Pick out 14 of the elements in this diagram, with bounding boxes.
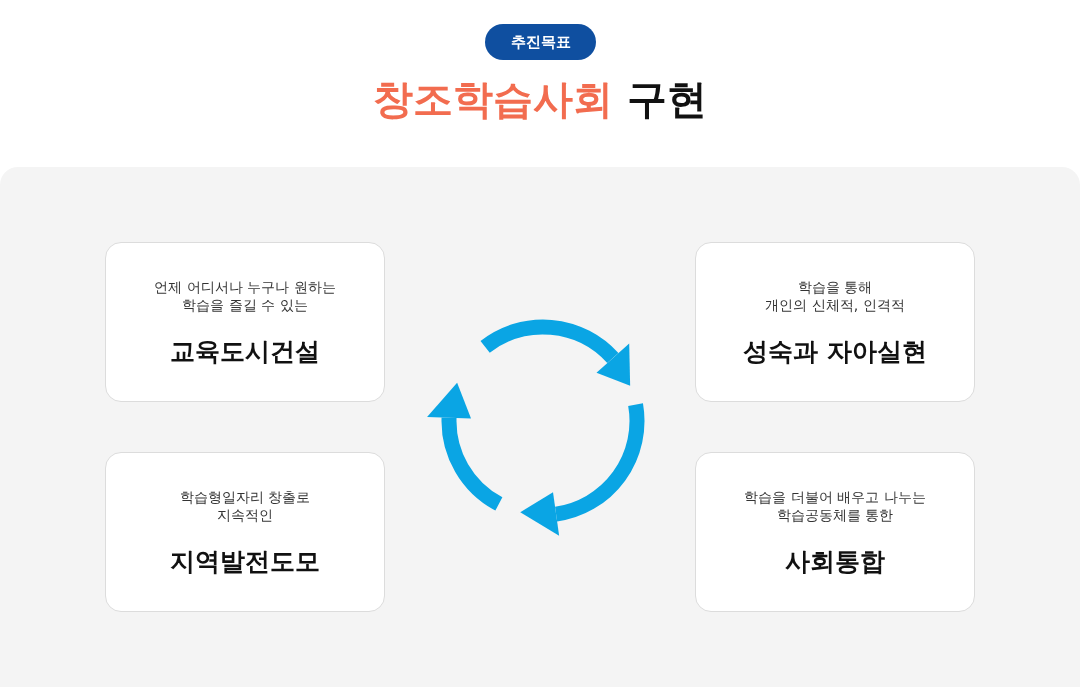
card-subtitle: 학습형일자리 창출로 지속적인	[178, 488, 312, 524]
card-subtitle: 학습을 더불어 배우고 나누는 학습공동체를 통한	[743, 488, 927, 524]
card-subtitle: 학습을 통해 개인의 신체적, 인격적	[764, 278, 906, 314]
goal-card	[695, 452, 975, 612]
page-title: 창조학습사회 구현	[372, 75, 708, 124]
card-subtitle: 언제 어디서나 누구나 원하는 학습을 즐길 수 있는	[153, 278, 337, 314]
card-title: 지역발전도모	[169, 547, 321, 577]
goal-card	[105, 242, 385, 402]
goal-card	[105, 452, 385, 612]
goal-card	[695, 242, 975, 402]
card-title: 교육도시건설	[169, 337, 321, 367]
card-title: 사회통합	[784, 547, 886, 577]
card-title: 성숙과 자아실현	[742, 337, 928, 367]
goal-badge: 추진목표	[485, 24, 596, 60]
